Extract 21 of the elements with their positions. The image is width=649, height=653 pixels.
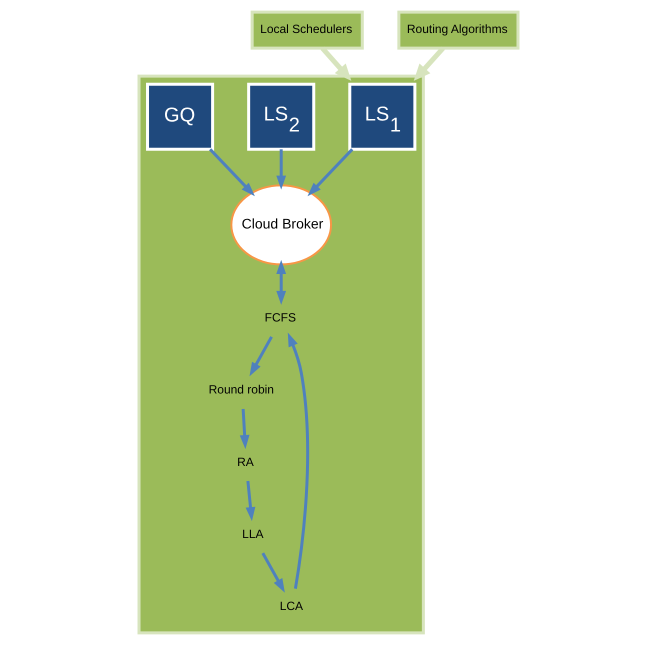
- arrow: [414, 46, 445, 81]
- arrow: [209, 148, 255, 196]
- cluster: [138, 74, 425, 634]
- node-text: RA: [237, 454, 254, 469]
- arrow: [262, 552, 285, 593]
- arrow: [320, 46, 352, 81]
- arrow: [288, 332, 310, 589]
- node-text: LLA: [242, 526, 264, 541]
- node-ellipse: Cloud Broker: [230, 184, 332, 266]
- arrow: [276, 149, 286, 190]
- node-box: Routing Algorithms: [397, 10, 520, 50]
- node-text: FCFS: [264, 310, 296, 325]
- node-text: Round robin: [208, 382, 274, 397]
- node-box: GQ: [146, 82, 214, 151]
- arrow: [276, 260, 286, 305]
- node-text: LCA: [280, 598, 304, 613]
- arrow: [249, 336, 273, 376]
- node-box: Local Schedulers: [250, 10, 364, 50]
- arrow: [240, 408, 250, 450]
- arrow: [246, 480, 256, 522]
- arrow: [307, 148, 354, 196]
